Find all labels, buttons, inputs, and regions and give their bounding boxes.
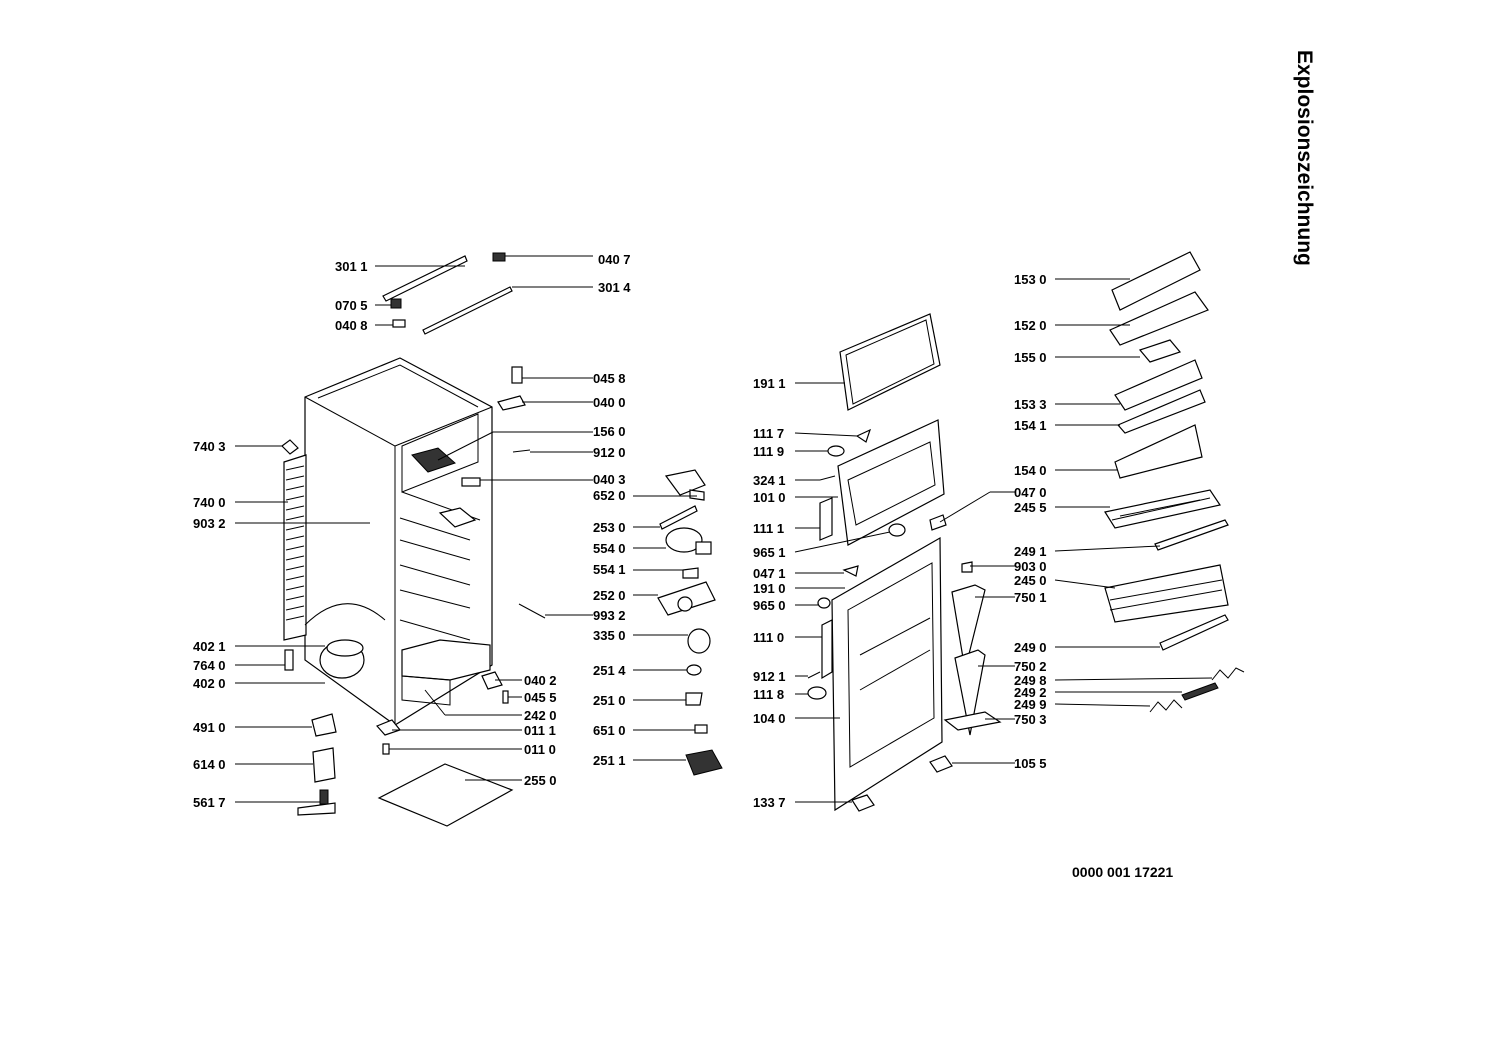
shelves-drawing	[939, 251, 1245, 764]
label-5541: 554 1	[593, 562, 626, 577]
label-0705: 070 5	[335, 298, 368, 313]
label-2450: 245 0	[1014, 573, 1047, 588]
label-2490: 249 0	[1014, 640, 1047, 655]
label-1111: 111 1	[753, 521, 784, 536]
label-9032: 903 2	[193, 516, 226, 531]
label-1533: 153 3	[1014, 397, 1047, 412]
label-4020: 402 0	[193, 676, 226, 691]
label-2499: 249 9	[1014, 697, 1047, 712]
label-2498: 249 8	[1014, 673, 1047, 688]
part-labels: 301 1 040 7 070 5 301 4 040 8 045 8 040 …	[193, 252, 1047, 810]
label-0111: 011 1	[524, 723, 556, 738]
label-0110: 011 0	[524, 742, 556, 757]
label-3241: 324 1	[753, 473, 786, 488]
label-9030: 903 0	[1014, 559, 1047, 574]
label-5617: 561 7	[193, 795, 226, 810]
label-2491: 249 1	[1014, 544, 1047, 559]
label-0471: 047 1	[753, 566, 786, 581]
cabinet-drawing	[235, 252, 723, 827]
label-7640: 764 0	[193, 658, 226, 673]
label-6140: 614 0	[193, 757, 226, 772]
label-1541: 154 1	[1014, 418, 1047, 433]
label-7400: 740 0	[193, 495, 226, 510]
label-1910: 191 0	[753, 581, 786, 596]
label-5540: 554 0	[593, 541, 626, 556]
label-3014: 301 4	[598, 280, 631, 295]
label-9121: 912 1	[753, 669, 786, 684]
label-1040: 104 0	[753, 711, 786, 726]
label-6510: 651 0	[593, 723, 626, 738]
label-9120: 912 0	[593, 445, 626, 460]
label-0407: 040 7	[598, 252, 631, 267]
label-1911: 191 1	[753, 376, 786, 391]
label-2550: 255 0	[524, 773, 557, 788]
label-2455: 245 5	[1014, 500, 1047, 515]
label-0408: 040 8	[335, 318, 368, 333]
label-1337: 133 7	[753, 795, 786, 810]
label-2511: 251 1	[593, 753, 626, 768]
label-0403: 040 3	[593, 472, 626, 487]
label-4910: 491 0	[193, 720, 226, 735]
label-1540: 154 0	[1014, 463, 1047, 478]
label-2514: 251 4	[593, 663, 626, 678]
label-1520: 152 0	[1014, 318, 1047, 333]
label-7501: 750 1	[1014, 590, 1047, 605]
label-4021: 402 1	[193, 639, 226, 654]
label-0402: 040 2	[524, 673, 557, 688]
label-2520: 252 0	[593, 588, 626, 603]
label-1055: 105 5	[1014, 756, 1047, 771]
label-2420: 242 0	[524, 708, 557, 723]
document-number: 0000 001 17221	[1072, 864, 1174, 880]
label-1530: 153 0	[1014, 272, 1047, 287]
label-1550: 155 0	[1014, 350, 1047, 365]
label-0400: 040 0	[593, 395, 626, 410]
label-3350: 335 0	[593, 628, 626, 643]
label-2530: 253 0	[593, 520, 626, 535]
label-0470: 047 0	[1014, 485, 1047, 500]
label-1560: 156 0	[593, 424, 626, 439]
label-1010: 101 0	[753, 490, 786, 505]
label-0458: 045 8	[593, 371, 626, 386]
label-2492: 249 2	[1014, 685, 1047, 700]
label-1118: 111 8	[753, 687, 784, 702]
doors-drawing	[794, 313, 1002, 812]
label-1110: 111 0	[753, 630, 784, 645]
label-3011: 301 1	[335, 259, 368, 274]
label-9651: 965 1	[753, 545, 786, 560]
label-1117: 111 7	[753, 426, 784, 441]
label-6520: 652 0	[593, 488, 626, 503]
label-1119: 111 9	[753, 444, 784, 459]
label-7403: 740 3	[193, 439, 226, 454]
label-0455: 045 5	[524, 690, 557, 705]
label-9932: 993 2	[593, 608, 626, 623]
label-9650: 965 0	[753, 598, 786, 613]
label-2510: 251 0	[593, 693, 626, 708]
label-7502: 750 2	[1014, 659, 1047, 674]
label-7503: 750 3	[1014, 712, 1047, 727]
